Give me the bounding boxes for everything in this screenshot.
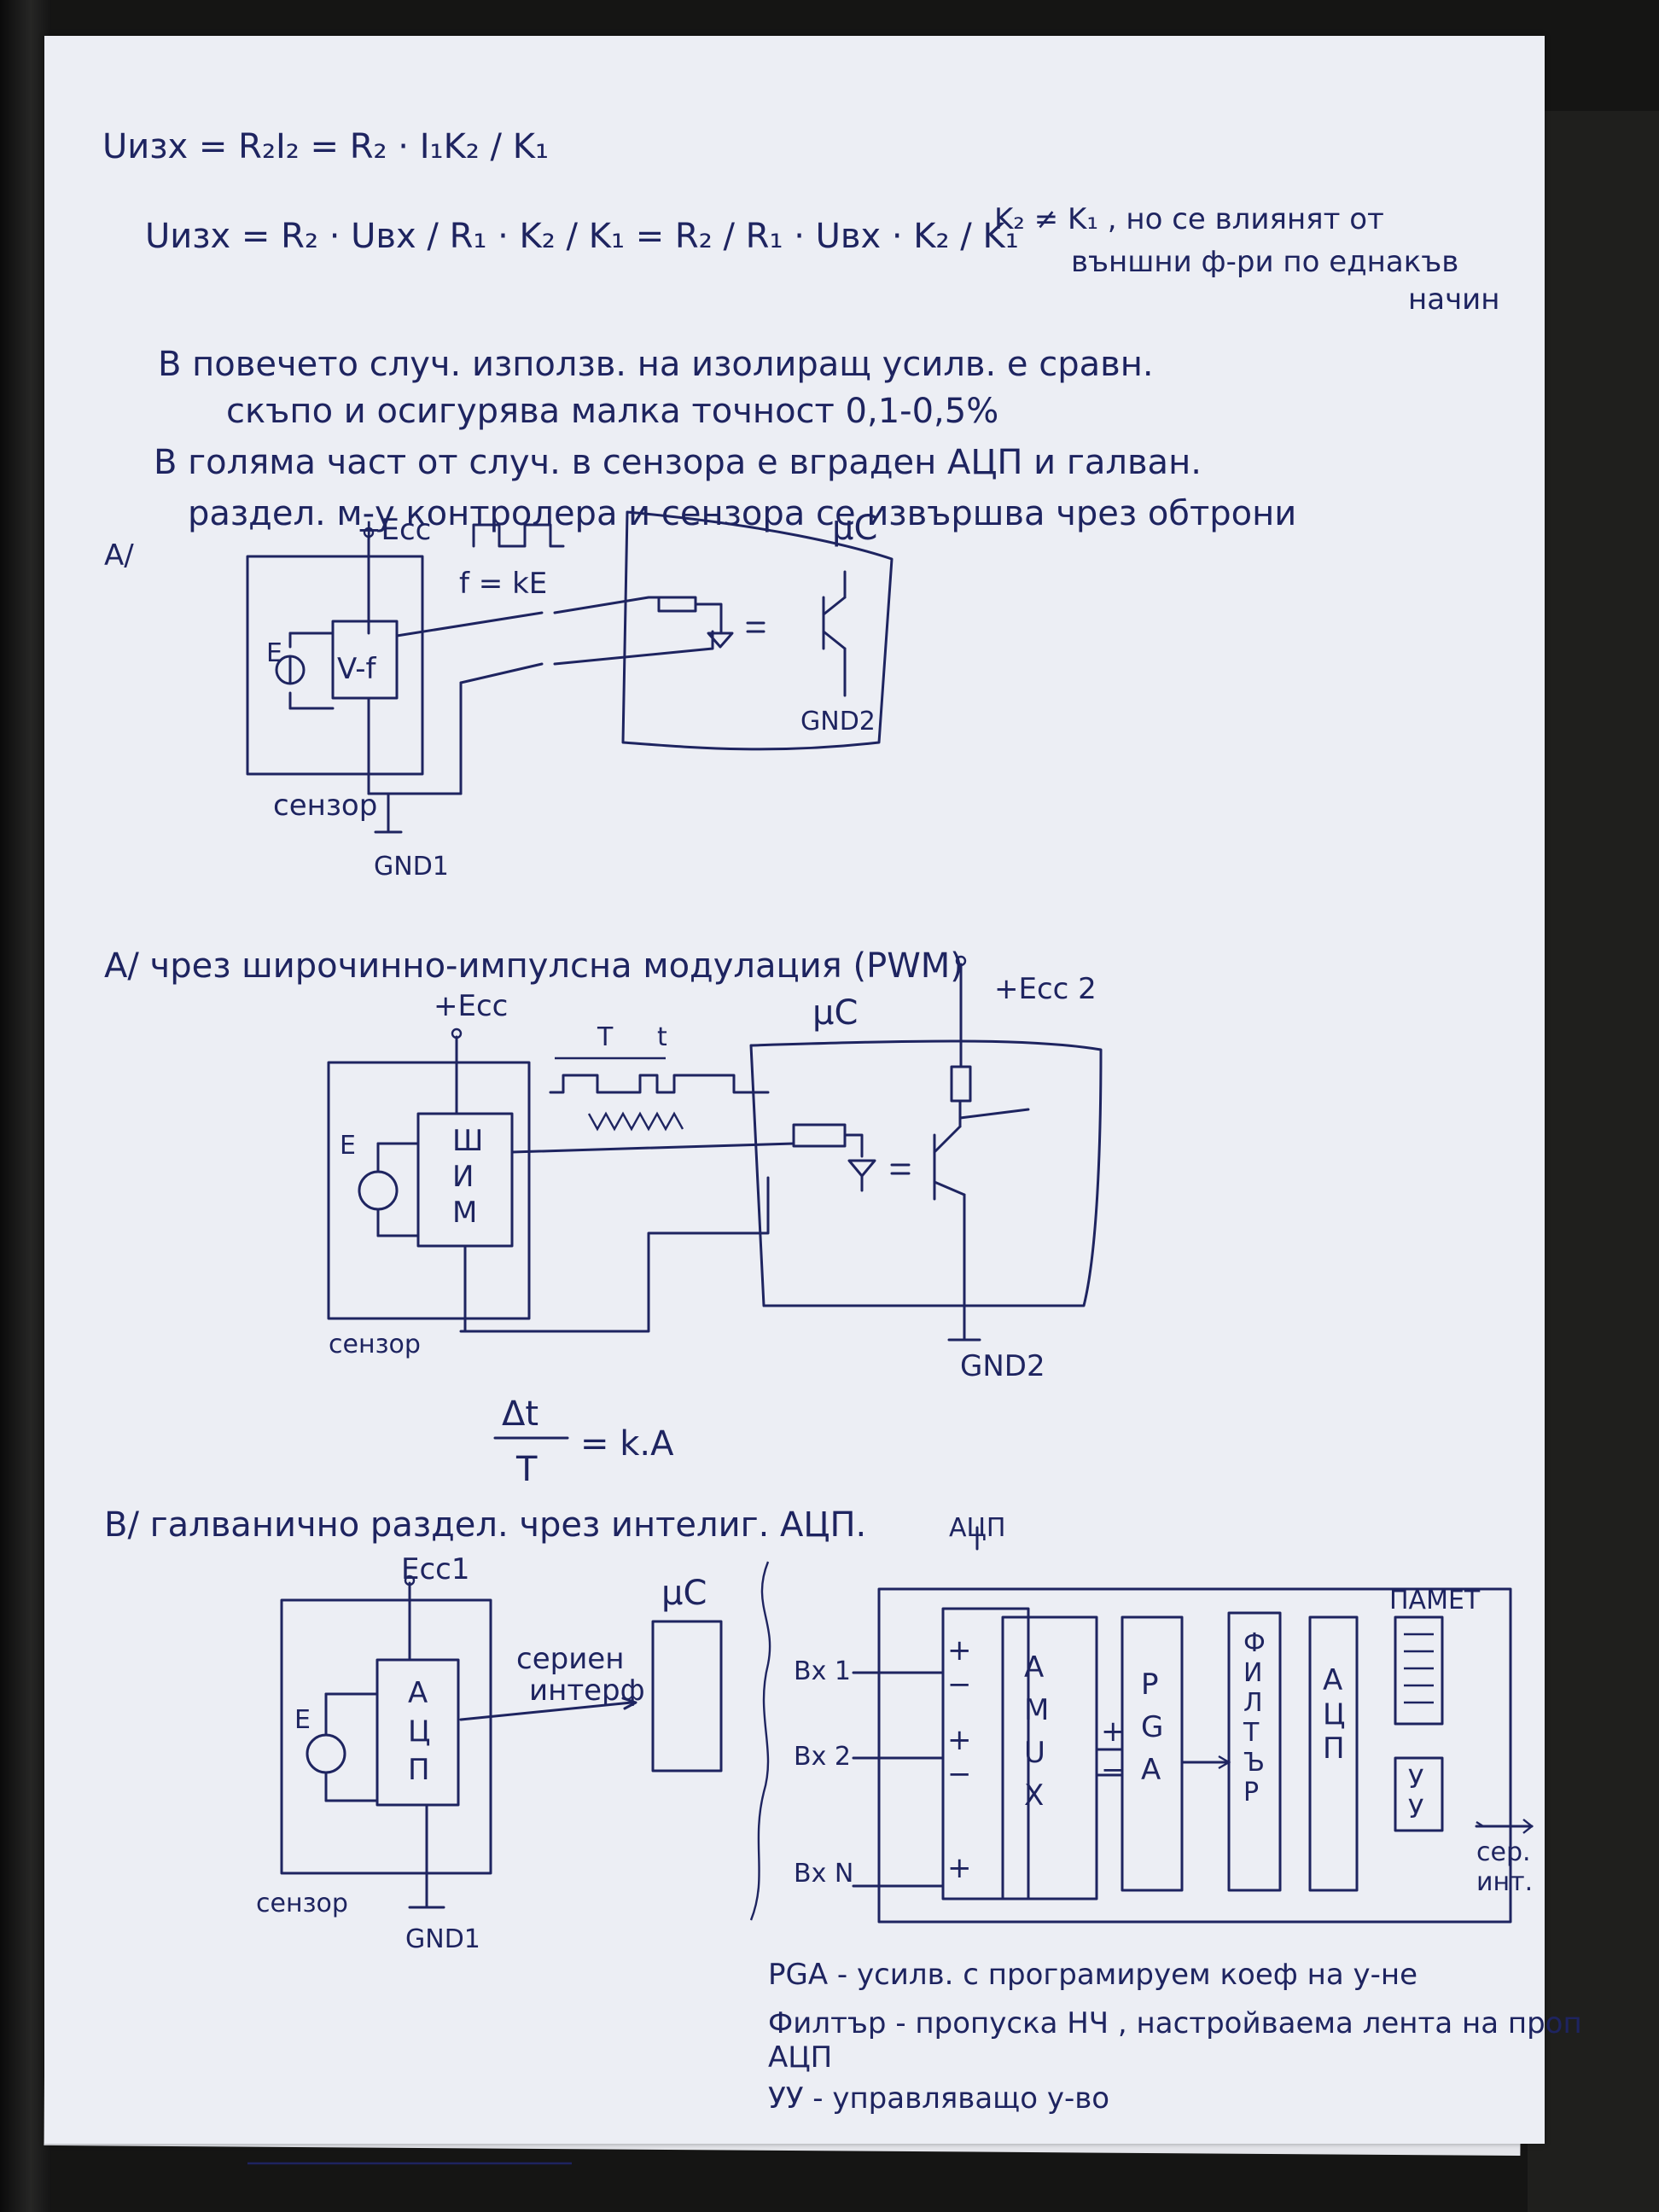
formula-note-1: K₂ ≠ K₁ , но се влиянят от	[994, 202, 1384, 236]
filter-6: Р	[1243, 1778, 1259, 1807]
filter-3: Л	[1243, 1688, 1263, 1718]
notebook-page	[44, 36, 1545, 2144]
section-a-mc-diagram	[553, 510, 894, 751]
adc2-3: П	[1323, 1732, 1345, 1766]
control-unit-1: У	[1408, 1765, 1423, 1795]
formula-line-2: Uизх = R₂ · Uвх / R₁ · K₂ / K₁ = R₂ / R₁…	[145, 217, 1019, 256]
filter-2: И	[1243, 1658, 1262, 1688]
adc2-1: А	[1323, 1663, 1342, 1697]
input-n-plus: +	[947, 1851, 972, 1885]
formula-line-1: Uизх = R₂I₂ = R₂ · I₁K₂ / K₁	[102, 127, 549, 166]
formula-note-2: външни ф-ри по еднакъв	[1071, 245, 1458, 279]
section-c-serial-2: интерф	[529, 1674, 645, 1708]
section-c-gnd1: GND1	[405, 1924, 480, 1954]
section-a-vcc: +Eсс	[357, 513, 431, 547]
filter-4: Т	[1243, 1718, 1260, 1748]
section-a-freq: f = kE	[459, 567, 547, 601]
section-a-gnd1: GND1	[374, 852, 449, 882]
section-a-marker: А/	[104, 538, 134, 573]
input-2: Вх 2	[794, 1742, 851, 1772]
input-1: Вх 1	[794, 1656, 851, 1686]
control-unit-2: У	[1408, 1795, 1423, 1825]
section-b-sensor: сензор	[329, 1330, 421, 1359]
paragraph-1-line-1: В повечето случ. използв. на изолиращ ус…	[158, 345, 1154, 384]
pga-2: G	[1141, 1710, 1163, 1744]
footnote-control: УУ - управляващо у-во	[768, 2081, 1109, 2116]
section-c-mc-label: μC	[661, 1574, 707, 1613]
footnote-pga: PGA - усилв. с програмируем коеф на у-не	[768, 1958, 1417, 1992]
paragraph-1-line-2: скъпо и осигурява малка точност 0,1-0,5%	[226, 392, 998, 431]
amux-2: М	[1024, 1693, 1049, 1727]
folder-spine	[0, 0, 51, 2212]
section-a-vf-block: V-f	[337, 652, 377, 686]
section-b-gnd2: GND2	[960, 1349, 1045, 1383]
paragraph-2-line-2: раздел. м-у контролера и сензора се извъ…	[188, 494, 1296, 533]
folder-cover	[1528, 111, 1659, 2212]
section-b-heading: А/ чрез широчинно-импулсна модулация (PW…	[104, 946, 963, 986]
adc-block-diagram	[852, 1526, 1534, 1924]
section-b-diagram	[327, 955, 1103, 1342]
section-c-adc-2: Ц	[408, 1714, 430, 1749]
section-a-mc-label: μC	[832, 509, 877, 548]
pga-3: A	[1141, 1753, 1161, 1787]
section-a-e-label: E	[266, 638, 282, 668]
section-a-sensor-diagram	[246, 523, 565, 834]
section-b-formula-denominator: T	[515, 1450, 538, 1489]
amux-minus: −	[1101, 1753, 1126, 1787]
input-2-plus: +	[947, 1723, 972, 1757]
section-b-mc-label: μC	[812, 993, 858, 1033]
footnote-filter: Филтър - пропуска НЧ , настройваема лент…	[768, 2006, 1582, 2040]
amux-plus: +	[1101, 1714, 1126, 1749]
memory-label: ПАМЕТ	[1389, 1586, 1481, 1615]
section-b-e-label: E	[340, 1131, 356, 1161]
adc-title: АЦП	[949, 1513, 1005, 1543]
section-c-vcc: Eсс1	[401, 1552, 470, 1586]
section-a-gnd2: GND2	[800, 707, 876, 736]
filter-5: Ъ	[1243, 1748, 1265, 1778]
section-b-formula-numerator: Δt	[502, 1394, 538, 1434]
amux-3: U	[1024, 1736, 1045, 1770]
section-b-vcc: +Eсс	[434, 989, 508, 1023]
input-1-plus: +	[947, 1633, 972, 1668]
pga-1: P	[1141, 1668, 1159, 1702]
section-b-width: t	[657, 1022, 667, 1052]
formula-note-3: начин	[1408, 282, 1499, 317]
section-c-adc-1: А	[408, 1676, 428, 1710]
section-b-formula-rhs: = k.A	[580, 1424, 674, 1464]
input-n: Вх N	[794, 1859, 853, 1889]
section-c-e-label: E	[294, 1705, 311, 1735]
serial-interface-1: сер.	[1476, 1837, 1531, 1867]
section-b-shim-3: М	[452, 1196, 477, 1230]
input-1-minus: −	[947, 1668, 972, 1702]
amux-1: А	[1024, 1650, 1044, 1685]
input-2-minus: −	[947, 1757, 972, 1791]
paragraph-2-line-1: В голяма част от случ. в сензора е вград…	[154, 443, 1202, 482]
section-a-sensor: сензор	[273, 789, 377, 823]
section-b-period: T	[597, 1022, 614, 1052]
section-c-adc-3: П	[408, 1753, 430, 1787]
filter-1: Ф	[1243, 1628, 1266, 1658]
amux-4: X	[1024, 1778, 1044, 1813]
section-b-shim-2: И	[452, 1160, 474, 1194]
section-c-sensor-diagram	[280, 1561, 771, 1921]
section-b-vcc2: +Eсс 2	[994, 972, 1097, 1006]
section-b-shim-1: Ш	[452, 1124, 483, 1158]
adc2-2: Ц	[1323, 1697, 1345, 1732]
serial-interface-2: инт.	[1476, 1867, 1533, 1897]
section-c-sensor: сензор	[256, 1889, 348, 1918]
footnote-adc: АЦП	[768, 2040, 832, 2075]
section-c-serial-1: сериен	[516, 1642, 624, 1676]
section-c-heading: В/ галванично раздел. чрез интелиг. АЦП.	[104, 1505, 866, 1545]
